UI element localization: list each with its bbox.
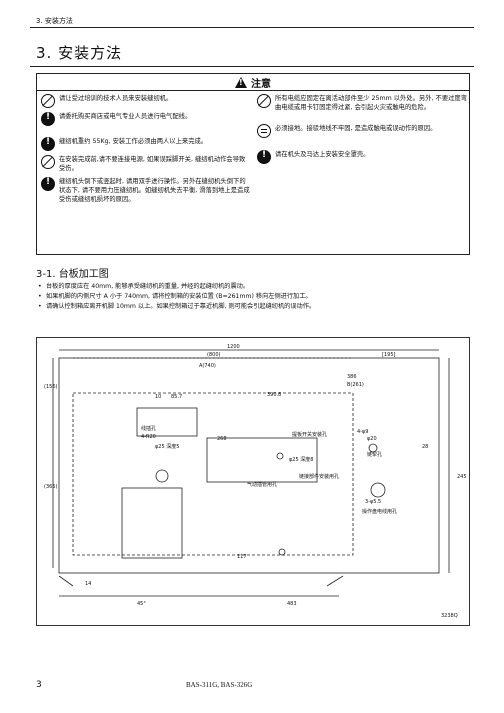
caution-item: 在安装完成前,请不要连接电源, 如果误踩脚开关, 缝纫机动作会导致受伤。 [41,155,251,173]
caution-item: 缝纫机重约 55Kg, 安装工作必须由两人以上来完成。 [41,137,251,151]
cutout-center [206,437,318,483]
page-number: 3 [36,680,42,690]
cutout-top [136,407,198,437]
bullet-item: 请确认控制箱应离开机脚 10mm 以上。如果控制箱过于靠近机脚, 则可能会引起缝… [38,302,315,312]
drawing-label: 4-φ9 [357,429,368,435]
drawing-dimension: 85.7 [171,394,182,400]
prohibited-icon [41,155,55,169]
prohibited-icon [41,94,55,108]
machine-area [72,392,354,556]
mandatory-icon [41,177,55,191]
caution-text: 请在机头及马达上安装安全罩壳。 [275,151,370,158]
drawing-dimension: [195] [382,352,395,358]
hole-37 [278,548,286,556]
drawing-label: φ25 深度8 [289,456,313,463]
bullet-item: 如果机脚的内侧尺寸 A 小于 740mm, 请将控制箱的安装位置 (B=261m… [38,292,315,302]
caution-text: 必须接地。接驳地线不牢固, 是造成触电或误动作的原因。 [275,125,437,132]
drawing-dimension: (365) [44,484,57,490]
caution-title: 注意 [251,78,271,90]
caution-box: 注意 请让受过培训的技术人员来安装缝纫机。 请委托购买商店或电气专业人员进行电气… [36,73,470,255]
table-drawing-svg: 1200 (800) A(740) [195] 386 B(261) 390.8… [44,344,467,619]
caution-text: 缝纫机头倒下或竖起时, 请用双手进行操作。另外在缝纫机头倒下的状态下, 请不要用… [59,178,250,203]
caution-item: 缝纫机头倒下或竖起时, 请用双手进行操作。另外在缝纫机头倒下的状态下, 请不要用… [41,177,251,204]
model-footer: BAS-311G, BAS-326G [186,681,253,689]
mandatory-icon [257,150,271,164]
drawing-dimension: 10 [155,394,161,400]
drawing-dimension: 45° [137,601,146,607]
drawing-label: 提板开关安装孔 [292,431,327,438]
drawing-label: 4-R20 [141,434,156,440]
caution-text: 在安装完成前,请不要连接电源, 如果误踩脚开关, 缝纫机动作会导致受伤。 [59,156,246,172]
caution-text: 所有电缆应固定在离活动部件至少 25mm 以外处。另外, 不要过度弯曲电缆或用卡… [275,95,468,111]
cutout-lower [121,487,183,559]
drawing-label: 气动插管用孔 [247,481,277,488]
caution-item: 请在机头及马达上安装安全罩壳。 [257,150,467,164]
caution-text: 请让受过培训的技术人员来安装缝纫机。 [59,95,173,102]
title-rule [30,66,474,67]
drawing-dimension: 386 [347,374,357,380]
bevel-left [58,575,74,587]
drawing-dimension: 28 [422,444,428,450]
drawing-dimension: B(261) [347,382,364,388]
caution-item: 请委托购买商店或电气专业人员进行电气配线。 [41,112,251,126]
page-title: 3. 安装方法 [36,44,123,62]
drawing-dimension: 483 [287,601,297,607]
running-header: 3. 安装方法 [36,17,73,25]
drawing-label: 链接部件安装用孔 [299,473,339,480]
warning-triangle-icon [235,76,247,88]
bevel-right [326,575,344,587]
caution-right-column: 所有电缆应固定在离活动部件至少 25mm 以外处。另外, 不要过度弯曲电缆或用卡… [257,94,467,164]
hole-50 [155,469,169,483]
drawing-label: 117 [237,554,247,560]
hole-20 [368,443,378,453]
ground-icon [257,124,271,138]
drawing-dimension: 390.8 [267,392,281,398]
section-title: 3-1. 台板加工图 [36,269,109,280]
table-drawing: 1200 (800) A(740) [195] 386 B(261) 390.8… [36,337,470,626]
drawing-label: 链掣孔 [367,451,382,458]
drawing-dimension: 1200 [227,344,240,350]
caution-left-column: 请让受过培训的技术人员来安装缝纫机。 请委托购买商店或电气专业人员进行电气配线。… [41,94,251,204]
hole-65 [370,482,386,498]
caution-item: 所有电缆应固定在离活动部件至少 25mm 以外处。另外, 不要过度弯曲电缆或用卡… [257,94,467,112]
drawing-label: φ20 [367,436,377,442]
drawing-label: φ25 深度5 [155,443,179,450]
bullet-list: 台板的厚度应在 40mm, 能够承受缝纫机的重量, 并经的起缝纫机的震动。 如果… [38,282,315,312]
bullet-item: 台板的厚度应在 40mm, 能够承受缝纫机的重量, 并经的起缝纫机的震动。 [38,282,315,292]
header-rule [30,27,474,28]
drawing-dimension: A(740) [199,363,216,369]
caution-item: 请让受过培训的技术人员来安装缝纫机。 [41,94,251,108]
caution-item: 必须接地。接驳地线不牢固, 是造成触电或误动作的原因。 [257,124,467,138]
drawing-dimension: (800) [207,352,220,358]
drawing-dimension: 14 [85,581,91,587]
drawing-label: 线插孔 [141,425,156,432]
drawing-dimension: 268 [217,436,227,442]
table-outline [58,357,440,574]
drawing-label: 操作盘电线用孔 [362,508,397,515]
caution-text: 请委托购买商店或电气专业人员进行电气配线。 [59,113,192,120]
mandatory-icon [41,112,55,126]
caution-header: 注意 [37,74,469,91]
mandatory-icon [41,137,55,151]
hole-25 [276,452,284,460]
drawing-lines [52,349,450,597]
drawing-dimension: (156) [44,384,57,390]
drawing-label: 3-φ5.5 [365,499,381,505]
drawing-ref-code: 3238Q [441,613,458,619]
prohibited-icon [257,94,271,108]
caution-text: 缝纫机重约 55Kg, 安装工作必须由两人以上来完成。 [59,138,208,145]
drawing-dimension: 245 [457,474,467,480]
